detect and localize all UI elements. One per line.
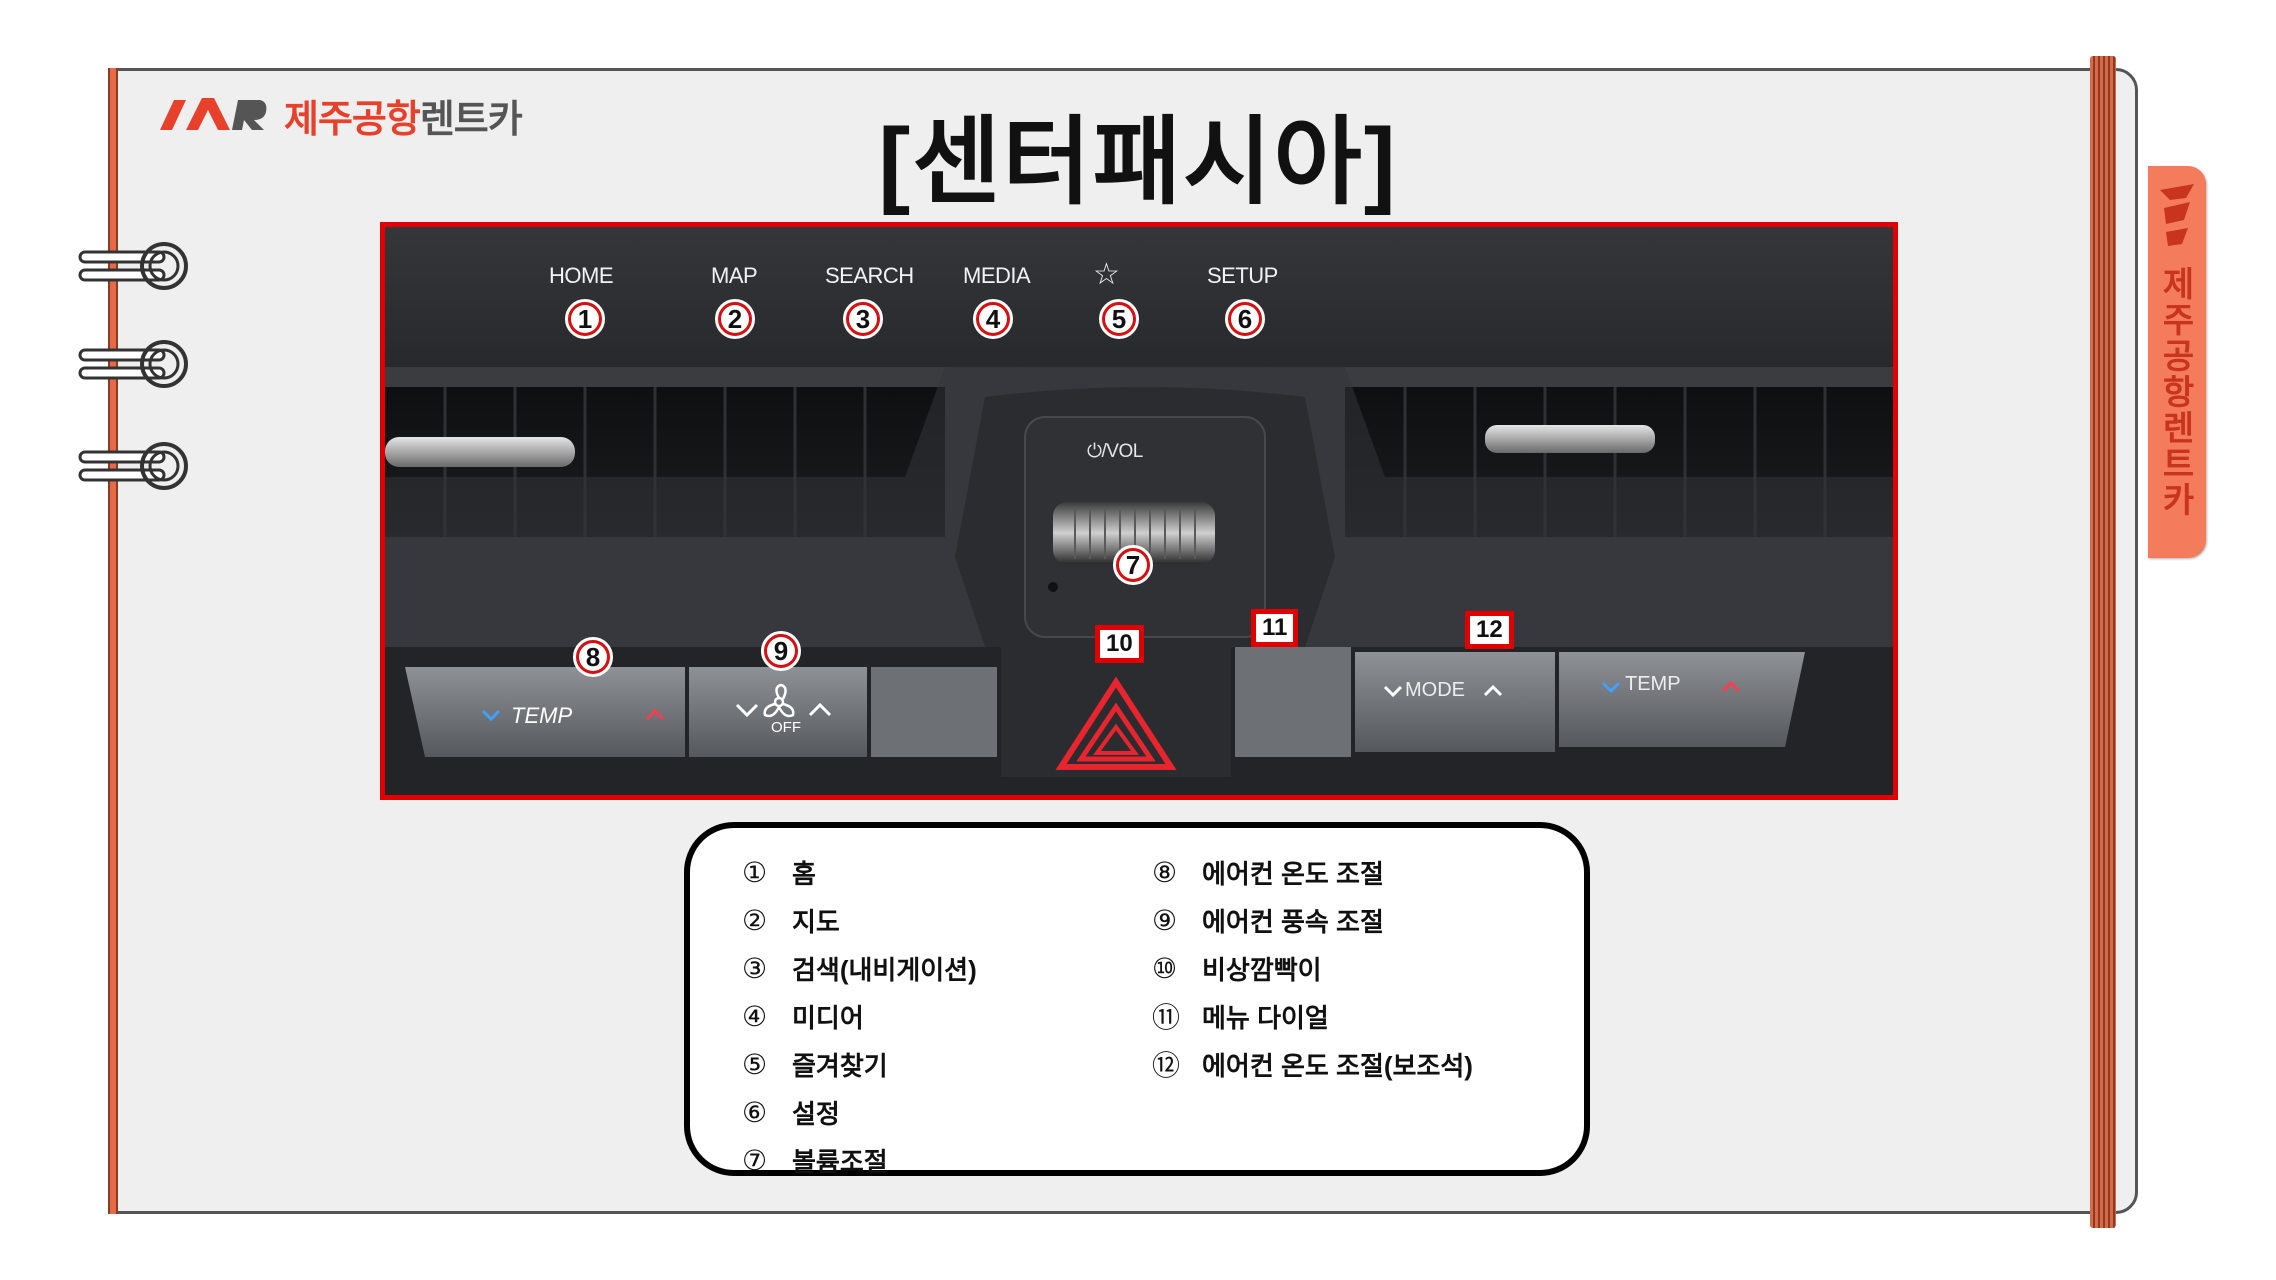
brand-name: 제주공항렌트카: [284, 99, 523, 141]
marker-7: 7: [1113, 545, 1153, 585]
marker-11: 11: [1251, 609, 1299, 647]
setup-label: SETUP: [1207, 263, 1278, 288]
side-tab[interactable]: 제주공항렌트카: [2148, 166, 2206, 558]
marker-9: 9: [761, 631, 801, 671]
marker-5: 5: [1099, 299, 1139, 339]
marker-10: 10: [1095, 625, 1144, 663]
temp-right-label: TEMP: [1625, 673, 1681, 695]
favorite-star-icon: ☆: [1093, 258, 1120, 291]
map-label: MAP: [711, 263, 758, 288]
mode-label: MODE: [1405, 679, 1465, 701]
marker-12: 12: [1465, 611, 1514, 649]
media-label: MEDIA: [963, 263, 1031, 288]
marker-2: 2: [715, 299, 755, 339]
dashboard-illustration: [385, 227, 1893, 795]
side-tab-label: 제주공항렌트카: [2156, 266, 2194, 518]
home-label: HOME: [549, 263, 614, 288]
spiral-ring-icon: [78, 242, 188, 290]
marker-4: 4: [973, 299, 1013, 339]
page-title: [센터패시아]: [878, 109, 1398, 216]
marker-1: 1: [565, 299, 605, 339]
temp-left-label: TEMP: [511, 703, 573, 728]
marker-8: 8: [573, 637, 613, 677]
power-vol-label: ⏻/VOL: [1087, 441, 1143, 462]
spiral-ring-icon: [78, 442, 188, 490]
notebook-right-binding: [2090, 56, 2116, 1228]
spiral-ring-icon: [78, 340, 188, 388]
marker-6: 6: [1225, 299, 1265, 339]
search-label: SEARCH: [825, 263, 914, 288]
center-fascia-photo: HOME MAP SEARCH MEDIA ☆ SETUP 1 2 3 4 5 …: [380, 222, 1898, 800]
brand-logo-icon: [160, 98, 267, 130]
notebook-left-binding: [108, 68, 118, 1214]
fan-off-label: OFF: [771, 719, 801, 736]
brand-logo-icon: [2160, 184, 2194, 246]
marker-3: 3: [843, 299, 883, 339]
